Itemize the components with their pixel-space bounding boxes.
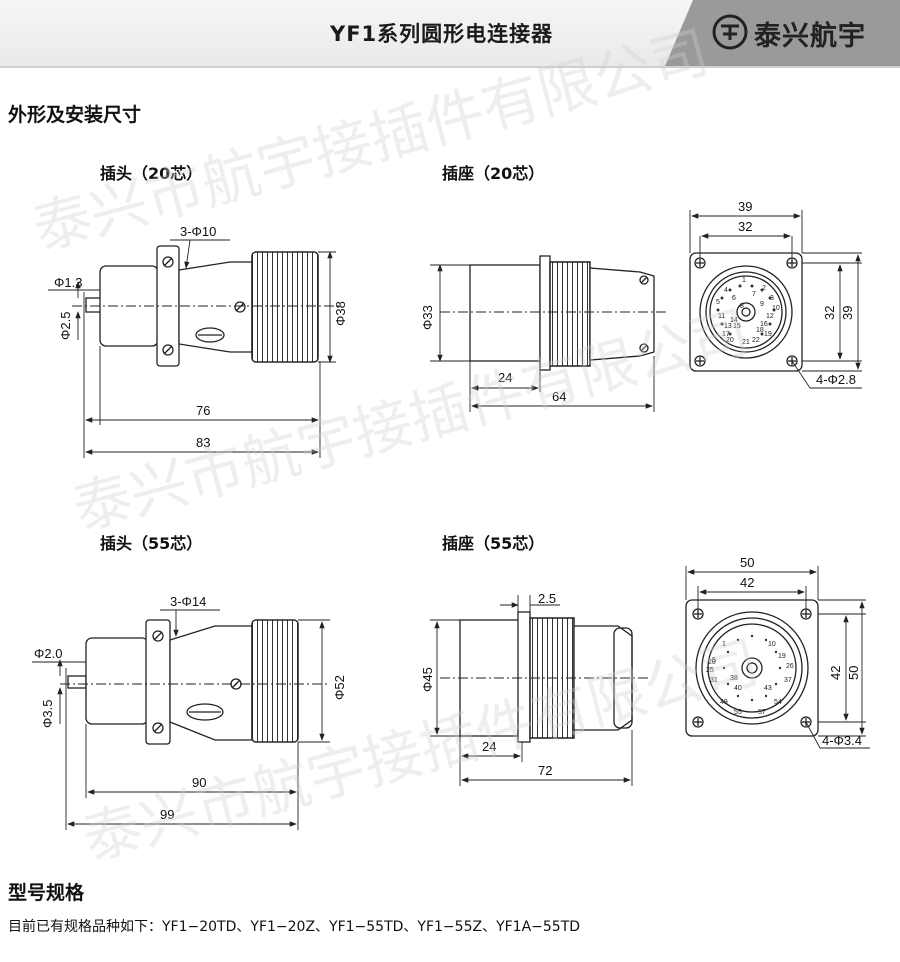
socket20-label: 插座（20芯） (442, 164, 545, 183)
dim-flange55-holes: 4-Φ3.4 (822, 733, 862, 748)
dim-socket55-total: 72 (538, 763, 552, 778)
plug20-label: 插头（20芯） (100, 164, 203, 183)
svg-text:18: 18 (756, 327, 764, 334)
svg-text:6: 6 (732, 295, 736, 302)
svg-text:9: 9 (760, 301, 764, 308)
plug55-drawing (60, 619, 330, 745)
svg-text:38: 38 (730, 675, 738, 682)
dim-flange55-inner: 42 (740, 575, 754, 590)
svg-text:55: 55 (734, 709, 742, 716)
dim-socket20-body: Φ33 (420, 305, 435, 330)
dim-flange20-outer: 39 (738, 199, 752, 214)
svg-text:43: 43 (764, 685, 772, 692)
svg-text:14: 14 (730, 317, 738, 324)
svg-text:19: 19 (778, 653, 786, 660)
svg-text:7: 7 (752, 291, 756, 298)
dim-socket20-total: 64 (552, 389, 566, 404)
page-title: YF1系列圆形电连接器 (330, 22, 554, 46)
socket20-drawing (440, 255, 668, 371)
dim-plug20-screws: 3-Φ10 (180, 224, 216, 239)
svg-text:5: 5 (712, 657, 716, 664)
svg-text:1: 1 (742, 277, 746, 284)
svg-text:57: 57 (758, 709, 766, 716)
svg-text:8: 8 (740, 303, 744, 310)
svg-text:5: 5 (716, 299, 720, 306)
dim-flange20-inner: 32 (738, 219, 752, 234)
svg-text:19: 19 (764, 331, 772, 338)
dim-plug55-body: Φ52 (332, 675, 347, 700)
dim-plug20-body: Φ38 (333, 301, 348, 326)
svg-text:10: 10 (772, 305, 780, 312)
spec-list-text: 目前已有规格品种如下：YF1−20TD、YF1−20Z、YF1−55TD、YF1… (8, 919, 581, 935)
dim-flange20-v-inner: 32 (822, 306, 837, 320)
socket55-drawing (440, 611, 650, 743)
dim-plug55-screws: 3-Φ14 (170, 594, 206, 609)
flange55-drawing (685, 599, 819, 737)
svg-text:2: 2 (762, 285, 766, 292)
svg-text:13: 13 (724, 323, 732, 330)
svg-text:16: 16 (760, 321, 768, 328)
brand-logo-icon (712, 14, 748, 50)
dim-flange55-v-outer: 50 (846, 666, 861, 680)
flange20-drawing (689, 252, 803, 372)
svg-text:21: 21 (742, 339, 750, 346)
dim-socket55-flange: 24 (482, 739, 496, 754)
svg-text:20: 20 (708, 659, 716, 666)
dim-plug20-pin: Φ2.5 (58, 312, 73, 340)
svg-text:20: 20 (726, 337, 734, 344)
dim-socket20-flange: 24 (498, 370, 512, 385)
dim-socket55-gap: 2.5 (538, 591, 556, 606)
plug20-drawing (72, 245, 340, 367)
dim-plug55-pin: Φ3.5 (40, 700, 55, 728)
svg-text:49: 49 (720, 699, 728, 706)
pin-dots (716, 284, 782, 702)
dim-plug20-len-total: 83 (196, 435, 210, 450)
svg-text:11: 11 (718, 313, 725, 320)
dim-flange55-outer: 50 (740, 555, 754, 570)
model-section-title: 型号规格 (8, 882, 85, 904)
svg-text:15: 15 (733, 323, 741, 330)
svg-text:37: 37 (784, 677, 792, 684)
socket55-label: 插座（55芯） (442, 534, 545, 553)
svg-text:22: 22 (752, 337, 760, 344)
dim-flange20-holes: 4-Φ2.8 (816, 372, 856, 387)
svg-text:26: 26 (786, 663, 794, 670)
header-divider (0, 66, 900, 68)
dim-plug20-cable: Φ1.3 (54, 275, 82, 290)
svg-text:1: 1 (722, 641, 726, 648)
svg-text:54: 54 (774, 699, 782, 706)
dim-flange55-v-inner: 42 (828, 666, 843, 680)
dimension-labels: Φ1.3 Φ2.5 3-Φ10 Φ38 76 83 Φ33 24 64 39 3… (34, 199, 862, 822)
dimensions-section-title: 外形及安装尺寸 (8, 104, 142, 126)
svg-text:31: 31 (710, 677, 718, 684)
svg-text:25: 25 (706, 667, 714, 674)
dim-plug55-len-total: 99 (160, 807, 174, 822)
svg-text:17: 17 (722, 331, 730, 338)
dim-plug55-cable: Φ2.0 (34, 646, 62, 661)
plug55-label: 插头（55芯） (100, 534, 203, 553)
brand-banner (665, 0, 900, 66)
dim-plug20-len-inner: 76 (196, 403, 210, 418)
pin-labels: 1 2 3 4 5 6 7 8 9 10 11 12 13 14 15 16 1… (706, 277, 794, 716)
svg-text:4: 4 (724, 287, 728, 294)
dim-flange20-v-outer: 39 (840, 306, 855, 320)
brand-name: 泰兴航宇 (754, 21, 866, 52)
dim-socket55-body: Φ45 (420, 667, 435, 692)
svg-text:12: 12 (766, 313, 774, 320)
svg-text:40: 40 (734, 685, 742, 692)
svg-text:3: 3 (770, 295, 774, 302)
dim-plug55-len-inner: 90 (192, 775, 206, 790)
svg-text:10: 10 (768, 641, 776, 648)
